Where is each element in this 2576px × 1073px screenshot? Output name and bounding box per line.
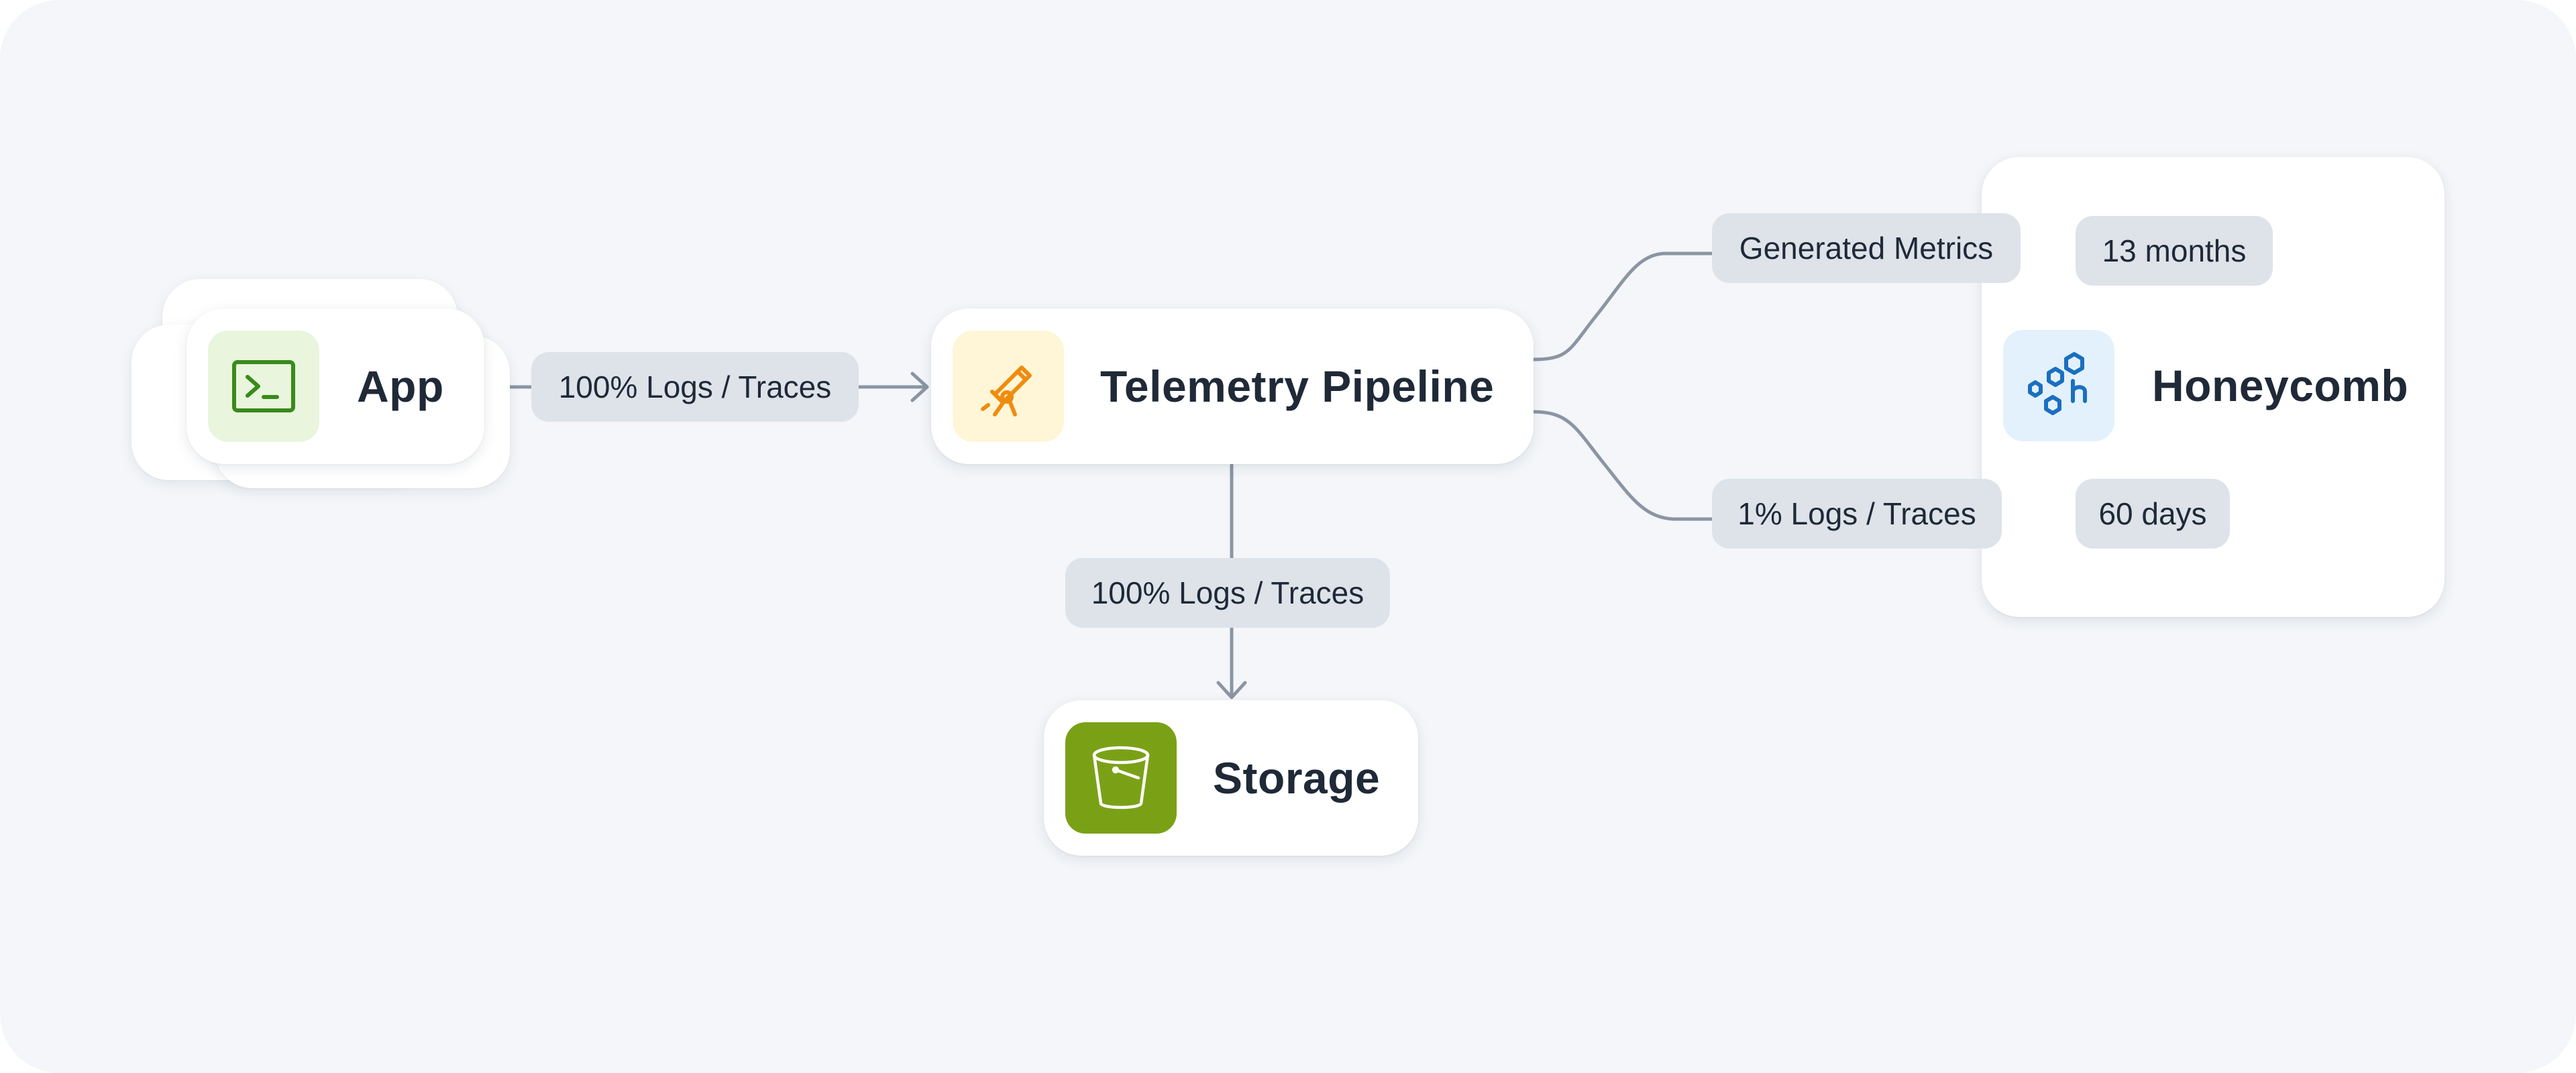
edge-label-pipeline-to-storage: 100% Logs / Traces xyxy=(1065,558,1390,628)
arrowhead-app-to-pipeline xyxy=(910,372,929,402)
app-node[interactable]: App xyxy=(186,308,484,464)
terminal-icon xyxy=(232,360,295,412)
retention-badge-logs: 60 days xyxy=(2076,479,2230,549)
pipeline-node[interactable]: Telemetry Pipeline xyxy=(931,308,1534,464)
retention-badge-metrics: 13 months xyxy=(2076,216,2273,286)
edge-label-generated-metrics: Generated Metrics xyxy=(1712,213,2021,283)
edge-label-sampled-logs: 1% Logs / Traces xyxy=(1712,479,2002,549)
pipeline-icon-tile xyxy=(953,331,1064,442)
honeycomb-icon-tile xyxy=(2003,330,2114,441)
storage-node[interactable]: Storage xyxy=(1044,700,1418,856)
connector-pipeline-to-metrics xyxy=(1532,251,1714,361)
bucket-icon xyxy=(1092,746,1150,809)
storage-icon-tile xyxy=(1065,722,1177,834)
honeycomb-logo-icon xyxy=(2028,352,2087,415)
connector-pipeline-to-logs xyxy=(1532,410,1714,521)
app-icon-tile xyxy=(208,331,319,442)
honeycomb-label: Honeycomb xyxy=(2152,361,2409,410)
telescope-icon xyxy=(981,365,1032,416)
storage-label: Storage xyxy=(1213,753,1381,803)
honeycomb-header: Honeycomb xyxy=(2003,330,2408,441)
pipeline-label: Telemetry Pipeline xyxy=(1100,361,1495,411)
app-label: App xyxy=(357,361,444,411)
edge-label-app-to-pipeline: 100% Logs / Traces xyxy=(531,352,859,422)
arrowhead-pipeline-to-storage xyxy=(1216,681,1247,699)
